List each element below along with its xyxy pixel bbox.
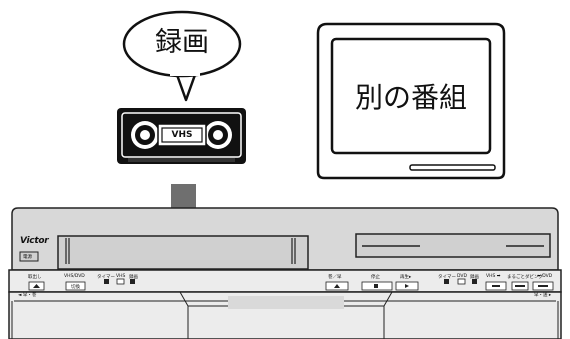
switch-label: 切換 [71,285,80,290]
rec-indicator-label: 録画 [129,275,138,280]
stop-icon [374,284,378,288]
vhs-dvd-label: VHS/DVD [64,274,85,279]
power-button-label[interactable]: 電源 [23,255,32,260]
vcr-controls [28,278,554,291]
tv-screen-text: 別の番組 [354,81,467,114]
television [316,22,506,180]
play-label: 再生▸ [400,275,412,280]
vhs-arrow-label: VHS ➡ [486,274,501,279]
stop-label: 停止 [371,275,380,280]
skip-fwd-label: 早・送 ▸ [534,293,552,298]
rewind-label: 巻／早 [328,275,342,280]
brand-logo: Victor [20,236,49,246]
vhs-label: VHS [116,274,126,279]
timer-label: タイマー [97,275,115,280]
vcr-deck [8,207,562,339]
speech-bubble [122,10,242,102]
dvd-arrow-label: ⬅ DVD [537,274,553,279]
rec2-label: 録画 [470,275,479,280]
rewind-icon [334,284,340,288]
play-icon [405,284,409,288]
timer2-label: タイマー [438,275,456,280]
skip-back-label: ◄ 早・巻 [18,293,37,298]
eject-icon [33,284,40,288]
dvd-label: DVD [457,274,467,279]
vhs-tape-icon [117,108,246,164]
vhs-dvd-switch-button[interactable] [65,281,86,291]
eject-label: 取出し [28,275,42,280]
tape-label: VHS [171,130,193,140]
bubble-text: 録画 [155,27,209,58]
dubbing-label: まるごとダビング [507,275,543,280]
